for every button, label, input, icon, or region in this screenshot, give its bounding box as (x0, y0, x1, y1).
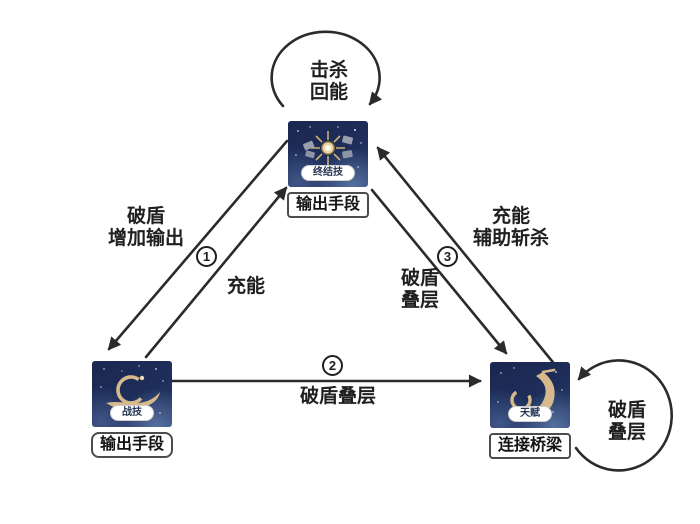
skill-type-badge-ultimate: 终结技 (301, 165, 355, 181)
skill-type-badge-talent: 天赋 (508, 406, 552, 422)
edge-label-charge-left: 充能 (226, 276, 266, 297)
node-caption-talent: 连接桥梁 (489, 433, 572, 459)
arrow-talent-self-loop (574, 359, 673, 472)
arrow-skill-to-ultimate (144, 186, 288, 359)
sequence-number-3: 3 (437, 246, 458, 267)
edge-label-break-shield-boost: 破盾 增加输出 (107, 206, 185, 249)
node-caption-ultimate: 输出手段 (287, 192, 370, 218)
edge-label-break-shield-stack-loop: 破盾 叠层 (607, 400, 647, 443)
node-talent: 天赋 连接桥梁 (489, 362, 572, 459)
ultimate-burst-icon (295, 126, 362, 177)
edge-label-charge-assist-kill: 充能 辅助斩杀 (472, 206, 550, 249)
arrow-talent-to-ultimate (376, 146, 558, 368)
node-caption-skill: 输出手段 (91, 432, 174, 458)
arrow-ultimate-to-skill (107, 139, 289, 351)
node-ultimate: 终结技 输出手段 (287, 121, 370, 218)
talent-crescent-image: 天赋 (490, 362, 570, 428)
arrow-ultimate-to-talent (370, 188, 508, 355)
arrow-ultimate-self-loop (270, 30, 383, 108)
edge-label-kill-energy: 击杀 回能 (309, 60, 349, 103)
skill-hand-image: 战技 (92, 361, 172, 427)
edge-label-break-shield-stack-bottom: 破盾叠层 (299, 386, 377, 407)
sequence-number-1: 1 (196, 246, 217, 267)
node-skill: 战技 输出手段 (91, 361, 174, 458)
skill-type-badge-skill: 战技 (110, 405, 154, 421)
ultimate-skill-image: 终结技 (288, 121, 368, 187)
sequence-number-2: 2 (322, 355, 343, 376)
edge-label-break-shield-stack-right: 破盾 叠层 (400, 268, 440, 311)
